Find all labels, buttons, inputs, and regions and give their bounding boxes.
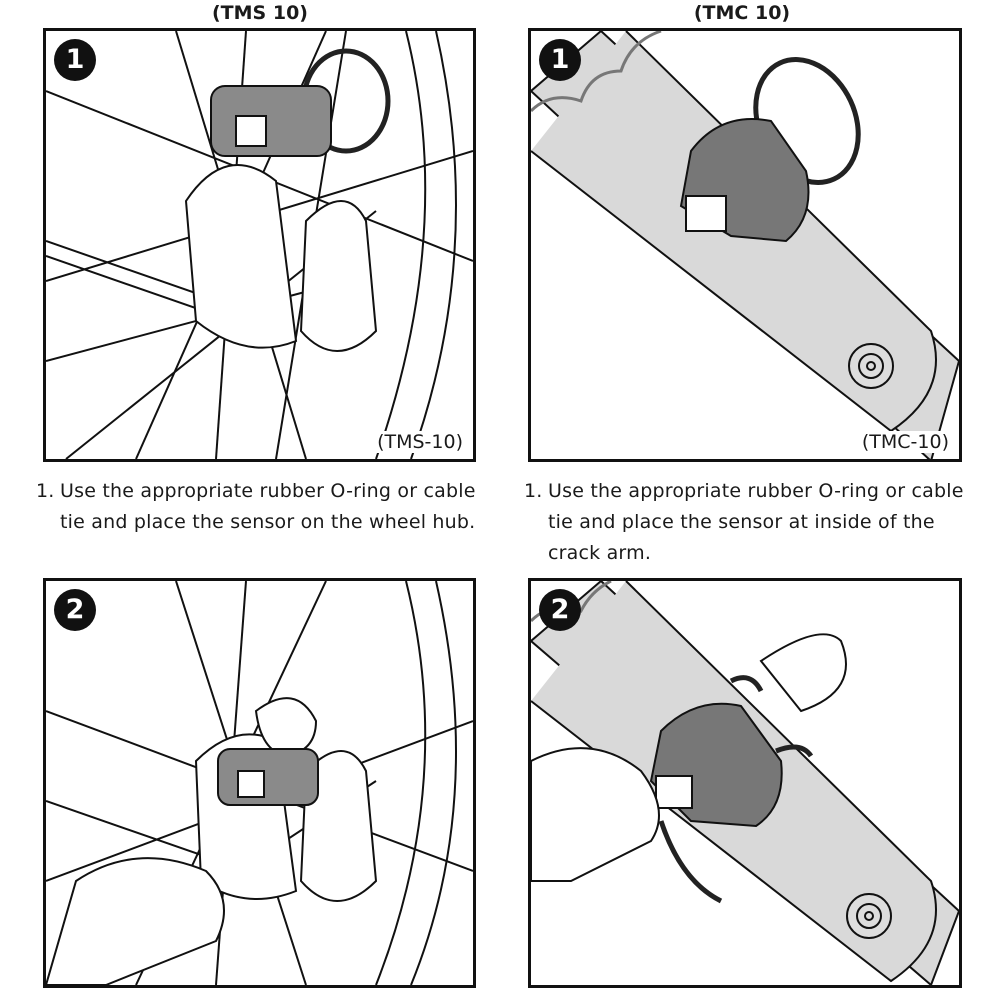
model-label: (TMC-10) — [859, 431, 951, 453]
step-number-badge: 1 — [54, 39, 96, 81]
model-label: (TMS-10) — [375, 431, 465, 453]
caption-number: 1. — [524, 480, 543, 502]
crank-arm-illustration — [531, 581, 959, 985]
tms-step1-illustration: 1 (TMS-10) — [43, 28, 476, 462]
tmc-heading: (TMC 10) — [693, 2, 791, 24]
tmc-step2-illustration: 2 — [528, 578, 962, 988]
tms-step2-illustration: 2 — [43, 578, 476, 988]
tmc-step1-illustration: 1 (TMC-10) — [528, 28, 962, 462]
caption-text: Use the appropriate rubber O-ring or cab… — [60, 480, 476, 533]
step-number-badge: 2 — [54, 589, 96, 631]
crank-arm-illustration — [531, 31, 959, 459]
caption-number: 1. — [36, 480, 55, 502]
wheel-hub-illustration — [46, 31, 473, 459]
tms-heading: (TMS 10) — [212, 2, 308, 24]
caption-text: Use the appropriate rubber O-ring or cab… — [548, 480, 964, 564]
step-number-badge: 1 — [539, 39, 581, 81]
step-number-badge: 2 — [539, 589, 581, 631]
wheel-hub-illustration — [46, 581, 473, 985]
